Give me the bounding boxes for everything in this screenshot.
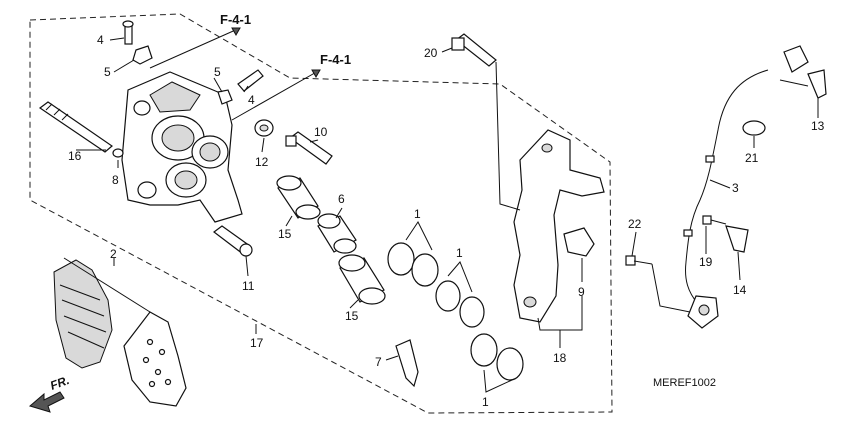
- slide-pin-11: [213, 225, 253, 257]
- clamp-21: [742, 120, 766, 136]
- cap-5b: [217, 89, 233, 105]
- front-direction-label: FR.: [48, 373, 71, 393]
- bolt-20: [451, 33, 497, 67]
- callout-7: 7: [375, 355, 382, 369]
- callout-11: 11: [242, 279, 255, 293]
- retainer-9: [563, 227, 595, 257]
- callout-4a: 4: [97, 33, 104, 47]
- callout-20: 20: [424, 46, 438, 60]
- pad-spring-7: [395, 339, 419, 388]
- reference-label-1: F-4-1: [220, 12, 251, 27]
- callout-15a: 15: [278, 227, 292, 241]
- brake-pad-2b: [123, 311, 187, 407]
- caliper-body: [121, 71, 243, 223]
- caliper-bracket-18: [513, 129, 605, 323]
- piston-15a: [276, 175, 321, 220]
- reference-arrow-2: [231, 69, 321, 121]
- bleeder-screw-4b: [237, 69, 264, 92]
- callout-1c: 1: [482, 395, 489, 409]
- reference-label-2: F-4-1: [320, 52, 351, 67]
- leader-lines: [63, 37, 819, 393]
- callout-9: 9: [578, 285, 585, 299]
- boot-12: [254, 119, 274, 137]
- seal-set-1a: [387, 242, 439, 287]
- speed-sensor-3: [683, 45, 809, 329]
- callout-1b: 1: [456, 246, 463, 260]
- callout-3: 3: [732, 181, 739, 195]
- piston-6: [317, 213, 357, 254]
- callout-19: 19: [699, 255, 713, 269]
- cap-5a: [132, 45, 153, 65]
- callout-6: 6: [338, 192, 345, 206]
- callout-15b: 15: [345, 309, 359, 323]
- seal-set-1b: [435, 280, 485, 328]
- stay-13: [807, 69, 827, 99]
- plug-8: [112, 148, 124, 158]
- callout-5a: 5: [104, 65, 111, 79]
- callout-17: 17: [250, 336, 264, 350]
- bolt-10: [285, 131, 333, 165]
- callout-8: 8: [112, 173, 119, 187]
- seal-set-1c: [470, 333, 524, 381]
- brake-pad-2a: [53, 259, 113, 369]
- callout-22: 22: [628, 217, 642, 231]
- callout-10: 10: [314, 125, 328, 139]
- piston-15b: [338, 254, 386, 305]
- bleeder-screw-4a: [122, 20, 134, 45]
- callout-12: 12: [255, 155, 269, 169]
- callout-2: 2: [110, 247, 117, 261]
- bolt-22: [625, 255, 653, 266]
- pad-pin-16: [38, 101, 113, 153]
- callout-1a: 1: [414, 207, 421, 221]
- callout-16: 16: [68, 149, 82, 163]
- stay-14: [725, 225, 749, 253]
- front-direction-arrow-icon: [28, 391, 65, 413]
- callout-5b: 5: [214, 65, 221, 79]
- diagram-code: MEREF1002: [653, 377, 716, 389]
- callout-14: 14: [733, 283, 747, 297]
- assembly-boundary: [29, 13, 613, 414]
- bolt-19: [702, 215, 727, 225]
- reference-arrow-1: [149, 27, 241, 69]
- callout-21: 21: [745, 151, 759, 165]
- callout-13: 13: [811, 119, 825, 133]
- callout-18: 18: [553, 351, 567, 365]
- callout-4b: 4: [248, 93, 255, 107]
